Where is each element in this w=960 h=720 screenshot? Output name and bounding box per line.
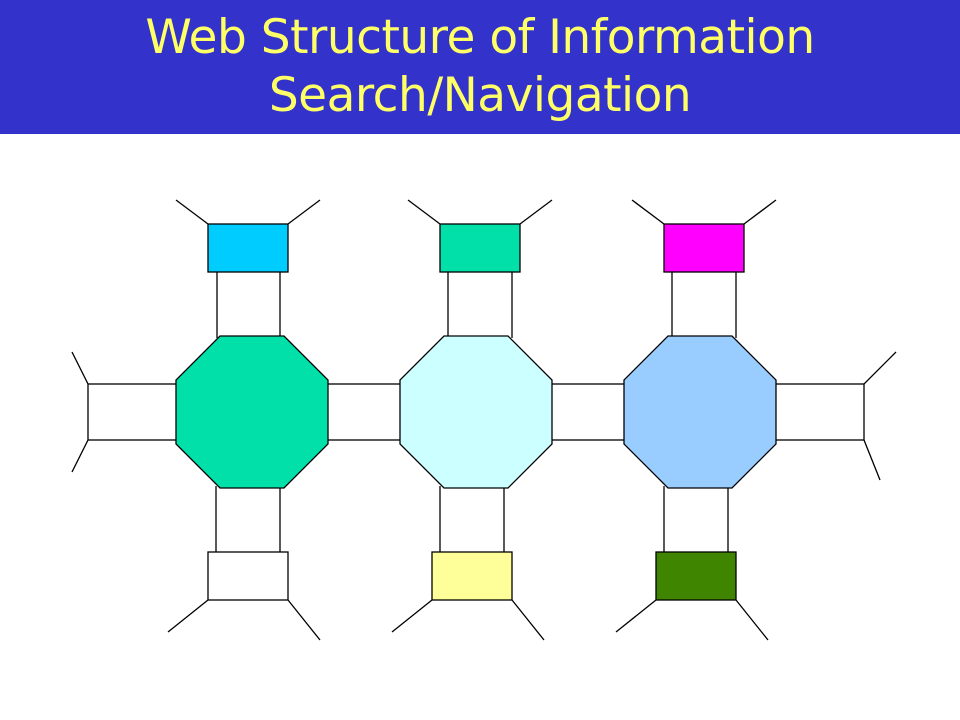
branch-bottom-left-2 [287, 599, 321, 641]
link-left-middle [319, 383, 411, 441]
node-bottom-left [207, 551, 289, 601]
branch-top-left-2 [287, 199, 321, 225]
side-link-right [767, 383, 865, 441]
title-line-1: Web Structure of Information [145, 10, 815, 65]
branch-side-left-1 [71, 351, 89, 385]
hubs [175, 335, 777, 489]
branch-side-right-2 [863, 439, 881, 481]
bottom-nodes [207, 551, 737, 601]
node-top-middle [439, 223, 521, 273]
branch-side-right-1 [863, 351, 897, 385]
node-bottom-right [655, 551, 737, 601]
branch-top-right-1 [631, 199, 665, 225]
branch-bottom-right-1 [615, 599, 657, 633]
branch-side-left-2 [71, 439, 89, 473]
side-link-left [87, 383, 189, 441]
branch-top-right-2 [743, 199, 777, 225]
branch-bottom-left-1 [167, 599, 209, 633]
bottom-connectors [215, 486, 729, 552]
branch-top-middle-1 [407, 199, 441, 225]
branch-top-middle-2 [519, 199, 553, 225]
hub-right [623, 335, 777, 489]
title-line-2: Search/Navigation [268, 68, 692, 123]
node-bottom-middle [431, 551, 513, 601]
node-top-right [663, 223, 745, 273]
hub-middle [399, 335, 553, 489]
horizontal-links [87, 383, 865, 441]
outgoing-branches [71, 199, 897, 641]
node-top-left [207, 223, 289, 273]
top-nodes [207, 223, 745, 273]
hub-left [175, 335, 329, 489]
branch-bottom-right-2 [735, 599, 769, 641]
link-middle-right [544, 383, 636, 441]
title-bar: Web Structure of Information Search/Navi… [0, 0, 960, 134]
top-connectors [216, 272, 737, 338]
branch-top-left-1 [175, 199, 209, 225]
branch-bottom-middle-2 [511, 599, 545, 641]
branch-bottom-middle-1 [391, 599, 433, 633]
